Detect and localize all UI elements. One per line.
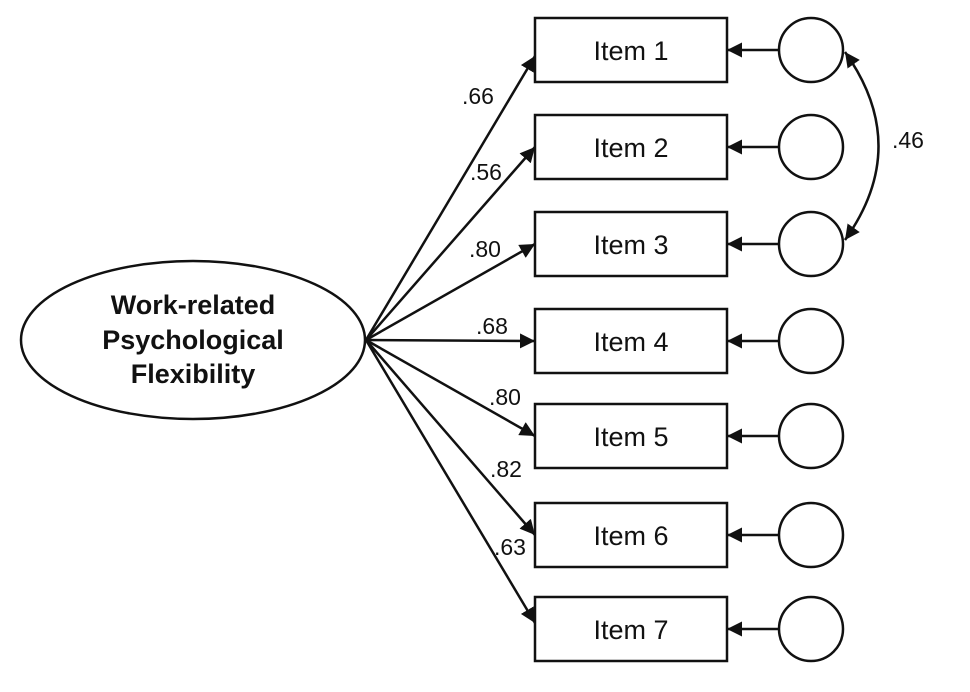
edges-layer: .66 .56 .80 .68 .80 .82 .63	[364, 51, 880, 624]
item-label-5: Item 5	[593, 422, 668, 452]
loading-label-5: .80	[489, 384, 521, 410]
latent-factor: Work-related Psychological Flexibility	[19, 259, 367, 421]
item-label-6: Item 6	[593, 521, 668, 551]
item-label-3: Item 3	[593, 230, 668, 260]
error-term-7	[777, 595, 845, 663]
item-box-7	[533, 595, 729, 663]
loading-label-7: .63	[494, 534, 526, 560]
loading-arrow-1	[364, 55, 537, 341]
loading-arrow-7	[364, 339, 537, 624]
error-term-5	[777, 402, 845, 470]
loading-arrow-3	[365, 242, 536, 342]
latent-label-line-2: Psychological	[102, 325, 284, 355]
loading-label-3: .80	[469, 236, 501, 262]
item-label-2: Item 2	[593, 133, 668, 163]
item-box-2	[533, 113, 729, 181]
latent-label-line-1: Work-related	[111, 290, 276, 320]
latent-label-line-3: Flexibility	[131, 359, 256, 389]
loading-arrow-2	[365, 146, 536, 341]
error-term-4	[777, 307, 845, 375]
item-label-1: Item 1	[593, 36, 668, 66]
loading-label-1: .66	[462, 83, 494, 109]
loading-label-4: .68	[476, 313, 508, 339]
covariance-label: .46	[892, 127, 924, 153]
loading-arrow-5	[365, 338, 536, 438]
items-layer: Item 1 Item 2 Item 3 Item 4 Item 5 Item 6 Item…	[533, 16, 729, 663]
item-label-7: Item 7	[593, 615, 668, 645]
item-box-1	[533, 16, 729, 84]
loading-arrow-6	[365, 339, 536, 536]
error-term-6	[777, 501, 845, 569]
error-term-1	[777, 16, 845, 84]
loading-label-2: .56	[470, 159, 502, 185]
covariance-arrow	[843, 51, 880, 241]
item-label-4: Item 4	[593, 327, 668, 357]
loading-label-6: .82	[490, 456, 522, 482]
item-box-6	[533, 501, 729, 569]
error-term-2	[777, 113, 845, 181]
error-term-3	[777, 210, 845, 278]
item-box-4	[533, 307, 729, 375]
item-box-3	[533, 210, 729, 278]
item-box-5	[533, 402, 729, 470]
error-terms-layer	[727, 16, 845, 663]
loading-arrow-4	[365, 333, 536, 349]
latent-ellipse	[19, 259, 367, 421]
